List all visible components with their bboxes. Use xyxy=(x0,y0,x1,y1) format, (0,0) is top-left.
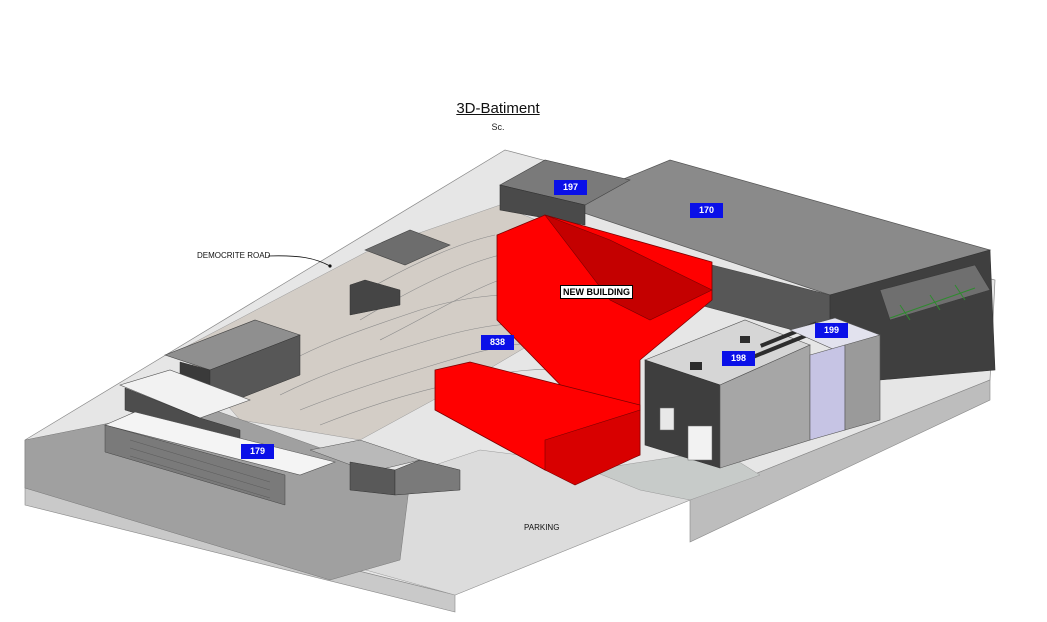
drawing-scale: Sc. xyxy=(491,122,505,132)
parking-label: PARKING xyxy=(524,523,560,532)
building-tag-198: 198 xyxy=(722,351,755,366)
road-label: DEMOCRITE ROAD xyxy=(197,251,271,260)
building-tag-838: 838 xyxy=(481,335,514,350)
building-179-front xyxy=(124,387,241,446)
building-179-roof xyxy=(119,369,251,419)
building-tag-199: 199 xyxy=(815,323,848,338)
building-198-door xyxy=(687,425,713,461)
drawing-title: 3D-Batiment xyxy=(456,100,540,117)
building-199-front xyxy=(809,344,846,441)
new-building-label: NEW BUILDING xyxy=(560,285,633,299)
block-mid-roof xyxy=(364,229,451,266)
building-179-lower-roof xyxy=(104,411,337,476)
building-198-window xyxy=(659,407,675,431)
building-179-grille xyxy=(129,439,271,499)
road-leader xyxy=(267,255,331,267)
site-base-right-side xyxy=(689,379,991,543)
road-leader-dot xyxy=(328,264,332,268)
building-179-lower-front xyxy=(104,424,286,506)
building-tag-197: 197 xyxy=(554,180,587,195)
building-199-side xyxy=(844,334,881,431)
canopy xyxy=(879,264,991,321)
building-tag-179: 179 xyxy=(241,444,274,459)
new-building-wing-front xyxy=(544,409,641,486)
block-small-side xyxy=(394,459,461,496)
canopy-steel xyxy=(889,284,976,321)
block-mid-front xyxy=(349,279,401,316)
building-197-front xyxy=(499,184,586,226)
building-tag-170: 170 xyxy=(690,203,723,218)
